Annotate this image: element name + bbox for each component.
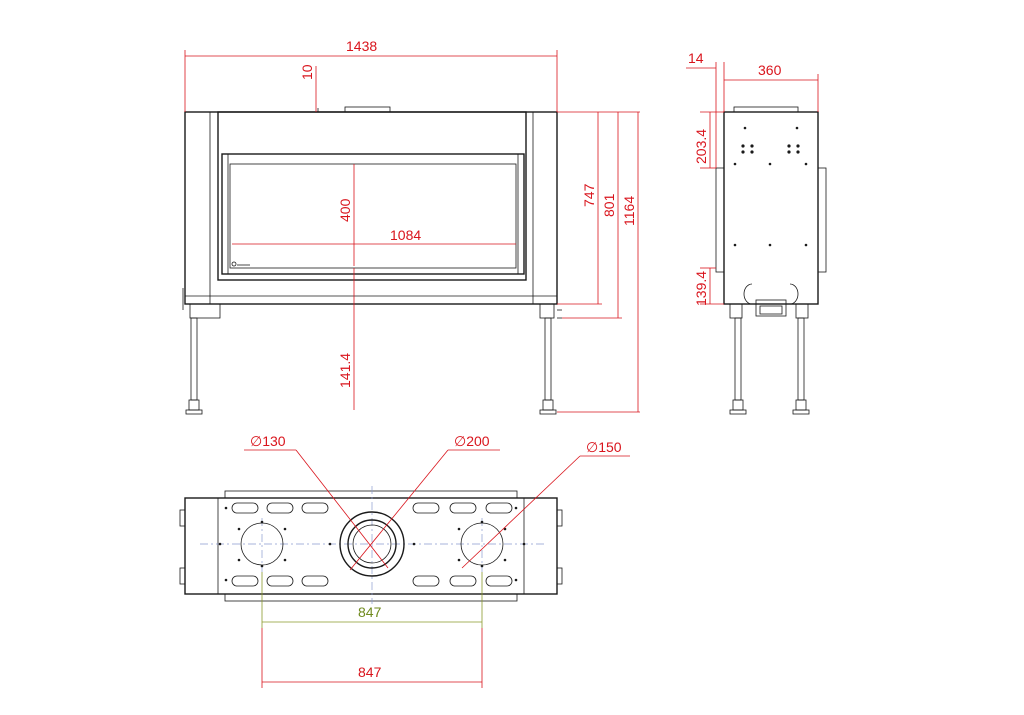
front-height-801-label: 801 <box>601 193 617 217</box>
front-height-total-label: 1164 <box>621 196 637 226</box>
front-left-leg <box>190 317 198 401</box>
top-outlet-center <box>339 511 405 577</box>
side-body-outline <box>723 111 819 305</box>
top-spacing-outer-label: 847 <box>358 664 382 680</box>
front-width-label: 1438 <box>346 38 377 54</box>
front-view: 1438 10 400 1084 141.4 747 801 1164 <box>182 38 640 415</box>
top-view: ∅130 ∅200 ∅150 847 847 <box>179 433 630 688</box>
front-bottom-height-label: 141.4 <box>337 353 353 388</box>
side-depth-label: 360 <box>758 62 782 78</box>
front-body-outline <box>184 111 558 305</box>
top-dia-right-label: ∅150 <box>586 439 622 455</box>
side-depth-offset-label: 14 <box>688 50 704 66</box>
side-screw-marks <box>733 126 808 247</box>
side-lower-offset-label: 139.4 <box>693 271 709 306</box>
front-inner-frame <box>217 111 527 281</box>
side-upper-offset-label: 203.4 <box>693 129 709 164</box>
front-glass-opening <box>221 153 525 275</box>
top-vent-slots <box>231 502 513 587</box>
front-opening-height-label: 400 <box>337 198 353 222</box>
top-dia-center-label: ∅200 <box>454 433 490 449</box>
top-dia-left-label: ∅130 <box>250 433 286 449</box>
top-spacing-inner-label: 847 <box>358 604 382 620</box>
side-view: 14 360 203.4 139.4 <box>686 50 827 415</box>
front-right-leg <box>544 317 552 401</box>
front-top-offset-label: 10 <box>299 64 315 80</box>
front-height-747-label: 747 <box>581 183 597 207</box>
front-opening-width-label: 1084 <box>390 227 421 243</box>
